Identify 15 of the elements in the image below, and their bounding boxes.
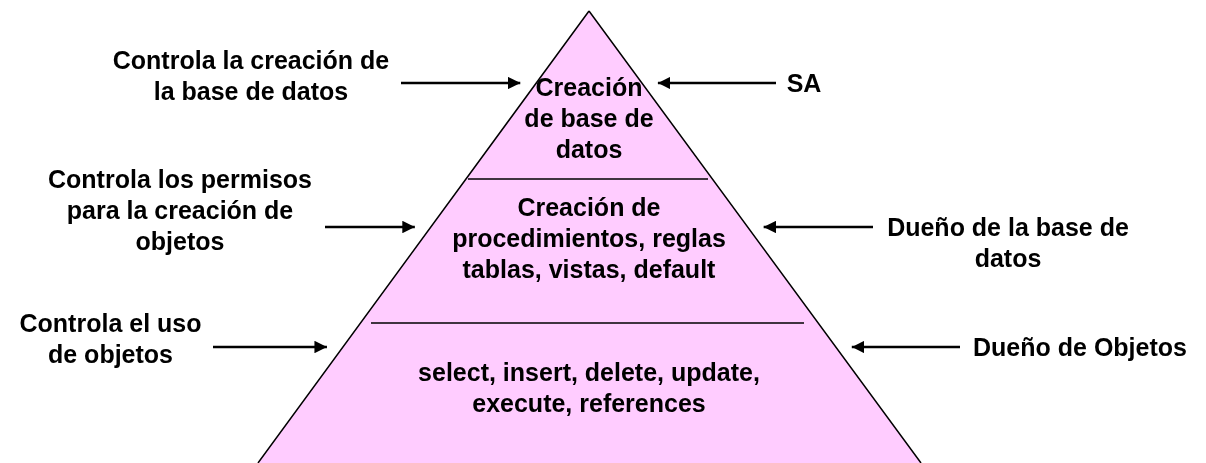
tier-text: Creación de procedimientos, reglas tablas, vistas, default [451, 192, 727, 285]
role-label: SA [776, 68, 832, 99]
arrow [763, 220, 873, 234]
arrow [325, 220, 415, 234]
role-label: Controla los permisos para la creación de objetos [35, 164, 325, 257]
arrow [401, 76, 521, 90]
arrow [657, 76, 776, 90]
tier-text: Creación de base de datos [523, 72, 655, 165]
arrow [213, 340, 327, 354]
role-label: Dueño de Objetos [960, 332, 1200, 363]
role-label: Controla la creación de la base de datos [101, 45, 401, 107]
tier-text: select, insert, delete, update, execute, references [417, 357, 761, 419]
role-label: Controla el uso de objetos [8, 308, 213, 370]
role-label: Dueño de la base de datos [873, 212, 1143, 274]
arrow [851, 340, 960, 354]
